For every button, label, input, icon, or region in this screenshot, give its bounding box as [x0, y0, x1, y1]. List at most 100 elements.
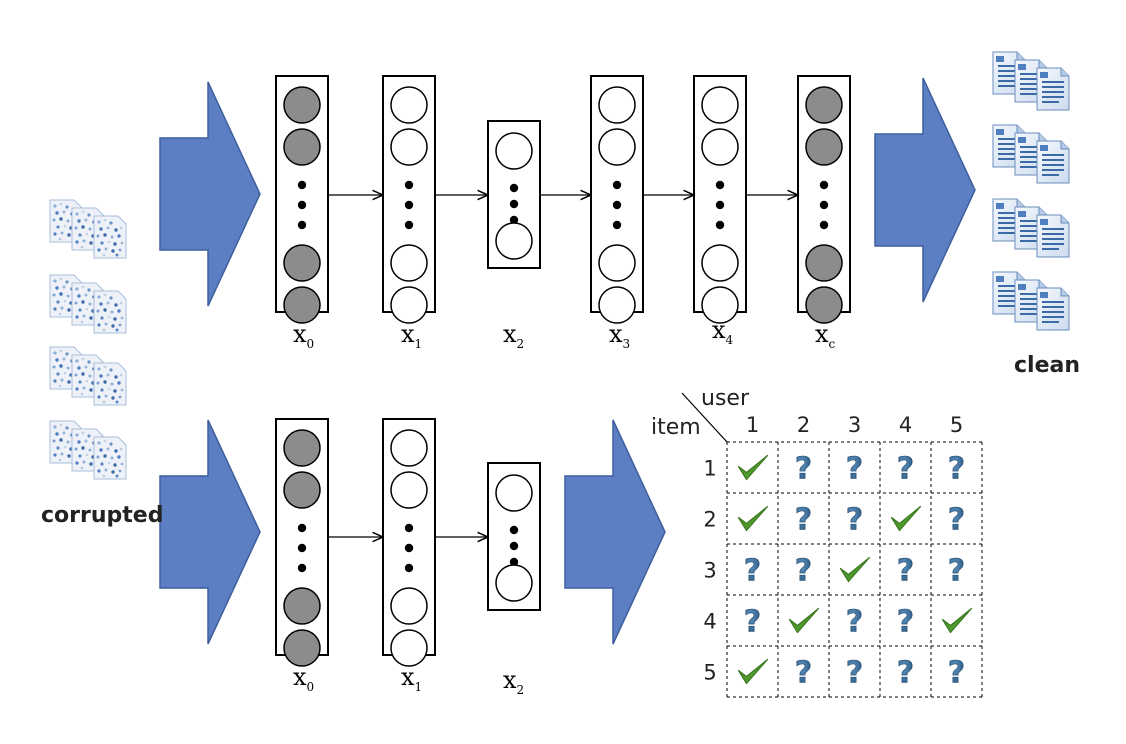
ellipsis-dot: [404, 180, 414, 190]
matrix-user-header: user: [701, 386, 749, 411]
check-icon: [941, 607, 973, 634]
white-node: [390, 286, 428, 324]
clean-doc-stack-1: [992, 51, 1070, 111]
layer-x1-top: [382, 75, 436, 324]
white-node: [598, 244, 636, 282]
clean-doc-stack-4: [992, 271, 1070, 331]
document-icon: [1036, 287, 1070, 331]
ellipsis-dot: [509, 525, 519, 535]
column-header: 2: [797, 413, 810, 437]
question-icon: ?: [744, 554, 761, 589]
question-icon: ?: [897, 554, 914, 589]
white-node: [495, 132, 533, 170]
ellipsis-dot: [819, 180, 829, 190]
ellipsis-dot: [297, 220, 307, 230]
white-node: [598, 86, 636, 124]
question-icon: ?: [795, 656, 812, 691]
layer-xc-top: [797, 75, 851, 324]
ellipsis-dot: [509, 557, 519, 567]
ellipsis-dot: [404, 200, 414, 210]
ellipsis-dot: [715, 200, 725, 210]
question-icon: ?: [897, 605, 914, 640]
ellipsis-dot: [715, 180, 725, 190]
document-icon: [1036, 140, 1070, 184]
clean-label: clean: [1014, 353, 1081, 378]
white-node: [390, 244, 428, 282]
question-icon: ?: [948, 452, 965, 487]
white-node: [390, 86, 428, 124]
white-node: [495, 474, 533, 512]
input-block-arrow-top: [159, 81, 261, 307]
matrix-corner-divider: [681, 392, 728, 443]
ellipsis-dot: [612, 180, 622, 190]
white-node: [701, 286, 739, 324]
question-icon: ?: [948, 656, 965, 691]
gray-node: [805, 244, 843, 282]
question-icon: ?: [795, 503, 812, 538]
question-icon: ?: [846, 656, 863, 691]
gray-node: [283, 629, 321, 667]
gray-node: [283, 128, 321, 166]
ellipsis-dot: [404, 220, 414, 230]
column-header: 3: [848, 413, 861, 437]
check-icon: [737, 505, 769, 532]
layer-x2-bottom: [487, 462, 541, 611]
row-header: 1: [703, 457, 716, 481]
corrupted-doc-stack-2: [49, 274, 127, 334]
gray-node: [805, 128, 843, 166]
layer-label-x4: x4: [712, 316, 734, 347]
ellipsis-dot: [404, 523, 414, 533]
row-header: 2: [703, 508, 716, 532]
corrupted-doc-stack-1: [49, 199, 127, 259]
white-node: [598, 128, 636, 166]
question-icon: ?: [897, 452, 914, 487]
check-icon: [737, 454, 769, 481]
question-icon: ?: [948, 554, 965, 589]
column-header: 5: [950, 413, 963, 437]
white-node: [390, 587, 428, 625]
clean-doc-stack-2: [992, 124, 1070, 184]
matrix-item-header: item: [651, 415, 701, 440]
ellipsis-dot: [612, 200, 622, 210]
layer-label-x1: x1: [401, 320, 423, 351]
white-node: [390, 471, 428, 509]
white-node: [701, 86, 739, 124]
clean-doc-stack-3: [992, 198, 1070, 258]
column-header: 1: [746, 413, 759, 437]
question-icon: ?: [846, 452, 863, 487]
ellipsis-dot: [715, 220, 725, 230]
layer-label-x2-bottom: x2: [503, 666, 525, 697]
layer-x2-top: [487, 120, 541, 269]
gray-node: [283, 429, 321, 467]
gray-node: [283, 587, 321, 625]
question-icon: ?: [795, 554, 812, 589]
document-icon: [1036, 67, 1070, 111]
ellipsis-dot: [509, 183, 519, 193]
layer-x0-bottom: [275, 418, 329, 667]
question-icon: ?: [948, 503, 965, 538]
layer-x1-bottom: [382, 418, 436, 667]
layer-x4-top: [693, 75, 747, 324]
check-icon: [788, 607, 820, 634]
ellipsis-dot: [509, 199, 519, 209]
ellipsis-dot: [509, 541, 519, 551]
ellipsis-dot: [297, 523, 307, 533]
layer-label-x0-bottom: x0: [293, 663, 315, 694]
layer-label-xc: xc: [815, 320, 836, 351]
question-icon: ?: [846, 605, 863, 640]
input-block-arrow-bottom: [159, 419, 261, 645]
ellipsis-dot: [297, 200, 307, 210]
white-node: [390, 629, 428, 667]
gray-node: [805, 86, 843, 124]
ellipsis-dot: [297, 180, 307, 190]
layer-x0-top: [275, 75, 329, 324]
question-icon: ?: [846, 503, 863, 538]
ellipsis-dot: [819, 200, 829, 210]
layer-label-x1-bottom: x1: [401, 663, 423, 694]
document-icon: [1036, 214, 1070, 258]
ellipsis-dot: [819, 220, 829, 230]
layer-x3-top: [590, 75, 644, 324]
row-header: 5: [703, 661, 716, 685]
